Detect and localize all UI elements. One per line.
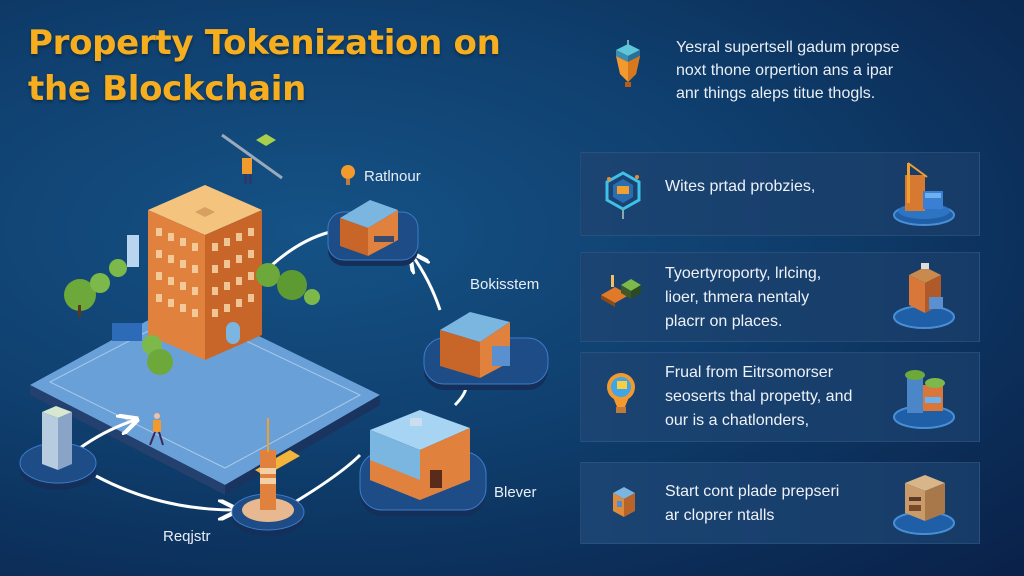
feature-card-3: Frual from Eitrsomorser seoserts thal pr… (580, 352, 980, 442)
card-line: Frual from Eitrsomorser (665, 364, 834, 381)
title-line-2: the Blockchain (28, 69, 307, 109)
trees (64, 259, 320, 375)
parked-vehicle (112, 323, 142, 341)
green-roof-building-thumbnail (893, 370, 955, 429)
tokenization-flow-diagram (19, 133, 549, 536)
feature-card-1: Wites prtad probzies, (580, 152, 980, 236)
label-top-node: Ratlnour (364, 168, 421, 185)
card-line: our is a chatlonders, (665, 412, 810, 429)
tall-apartment-building (148, 185, 262, 360)
card-line: lioer, thmera nentaly (665, 289, 810, 306)
hexagon-chip-icon (605, 171, 641, 219)
intro-line: anr things aleps titue thogls. (676, 85, 876, 102)
flow-arrows (79, 230, 468, 510)
main-city-platform (30, 300, 380, 495)
card-text: Tyoertyroporty, lrlcing, lioer, thmera n… (665, 262, 885, 334)
lightbulb-token-icon (616, 40, 640, 87)
card-line: ar cloprer ntalls (665, 507, 775, 524)
card-text: Frual from Eitrsomorser seoserts thal pr… (665, 361, 895, 433)
delivery-drone (221, 133, 283, 184)
feature-card-2: Tyoertyroporty, lrlcing, lioer, thmera n… (580, 252, 980, 342)
card-line: Wites prtad probzies, (665, 178, 816, 195)
card-line: placrr on places. (665, 313, 783, 330)
hot-air-balloon-icon (341, 165, 355, 185)
house-node-top (327, 200, 419, 266)
title-line-1: Property Tokenization on (28, 23, 501, 63)
tower-node-bottom (231, 418, 305, 536)
card-text: Wites prtad probzies, (665, 175, 885, 199)
card-line: Start cont plade prepseri (665, 483, 840, 500)
office-node-bottom (359, 410, 487, 516)
card-line: seoserts thal propetty, and (665, 388, 853, 405)
house-node-middle (423, 312, 549, 390)
card-text: Start cont plade prepseri ar cloprer nta… (665, 480, 885, 528)
intro-line: noxt thone orpertion ans a ipar (676, 62, 894, 79)
water-tower (127, 235, 139, 267)
label-bottom-left-node: Reqjstr (163, 528, 211, 545)
intro-block: Yesral supertsell gadum propse noxt thon… (610, 36, 1000, 105)
lightbulb-icon (607, 373, 635, 413)
construction-site-thumbnail (893, 162, 955, 226)
building-block-thumbnail (893, 263, 955, 329)
intro-line: Yesral supertsell gadum propse (676, 39, 900, 56)
bank-node-left (19, 406, 97, 490)
intro-text: Yesral supertsell gadum propse noxt thon… (676, 36, 900, 105)
page-title: Property Tokenization on the Blockchain (28, 20, 501, 112)
feature-card-4: Start cont plade prepseri ar cloprer nta… (580, 462, 980, 544)
storefront-building-thumbnail (893, 475, 955, 535)
label-bottom-right-node: Blever (494, 484, 537, 501)
card-line: Tyoertyroporty, lrlcing, (665, 265, 822, 282)
label-middle-node: Bokisstem (470, 276, 540, 293)
land-parcel-icon (601, 275, 641, 307)
token-cube-icon (613, 487, 635, 517)
walking-person (149, 413, 164, 446)
